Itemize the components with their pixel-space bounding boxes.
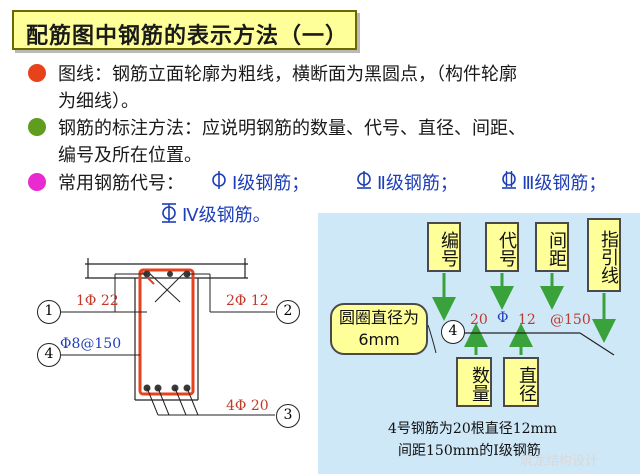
rebar-grade-4-icon	[162, 203, 176, 223]
bullet-magenta-icon	[28, 173, 46, 191]
panel-arrows	[427, 273, 616, 356]
rebar-grade-3-icon	[502, 171, 516, 189]
box-shuliang: 数量	[456, 357, 492, 407]
bullet-red-icon	[28, 64, 46, 82]
panel-note-2: 间距150mm的Ⅰ级钢筋	[398, 443, 541, 459]
panel-note-1: 4号钢筋为20根直径12mm	[388, 421, 558, 437]
label-rebar-3: 4Φ 20	[226, 398, 269, 414]
bullet-2-line-2: 编号及所在位置。	[58, 145, 202, 166]
callout-2: 2	[276, 300, 300, 324]
grade-1-label: Ⅰ级钢筋；	[232, 173, 310, 194]
box-zhiyinxian: 指引线	[587, 218, 621, 292]
box-zhijing: 直径	[503, 357, 539, 407]
box-circle-diameter: 圆圈直径为6mm	[330, 303, 428, 355]
bullet-3-prefix: 常用钢筋代号：	[58, 173, 184, 194]
panel-count: 20	[470, 312, 488, 328]
bullet-1-line-2: 为细线）。	[58, 91, 139, 112]
title-box: 配筋图中钢筋的表示方法（一）	[12, 10, 357, 50]
callout-1: 1	[37, 300, 61, 324]
panel-spacing: @150	[550, 312, 591, 328]
label-rebar-4: Φ8@150	[60, 336, 122, 352]
box-jianju: 间距	[535, 222, 569, 272]
label-rebar-1: 1Φ 22	[76, 293, 119, 309]
grade-4-label: Ⅳ级钢筋。	[182, 205, 271, 226]
panel-code: Φ	[497, 310, 509, 326]
rebar-grade-2-icon	[357, 171, 371, 189]
bullet-green-icon	[28, 118, 46, 136]
grade-3-label: Ⅲ级钢筋；	[522, 173, 607, 194]
panel-callout-4: 4	[441, 320, 465, 344]
grade-2-label: Ⅱ级钢筋；	[377, 173, 458, 194]
page-title: 配筋图中钢筋的表示方法（一）	[26, 24, 349, 49]
bullet-2-line-1: 钢筋的标注方法：应说明钢筋的数量、代号、直径、间距、	[58, 118, 526, 139]
panel-diameter: 12	[518, 312, 536, 328]
beam-section-drawing	[50, 258, 275, 416]
rebar-grade-1-icon	[212, 171, 226, 189]
bullet-1-line-1: 图线：钢筋立面轮廓为粗线，横断面为黑圆点，（构件轮廓	[58, 64, 517, 85]
callout-3: 3	[276, 404, 300, 428]
label-rebar-2: 2Φ 12	[226, 293, 269, 309]
box-daihao: 代号	[485, 222, 519, 272]
callout-4: 4	[37, 343, 61, 367]
watermark: 筑龙结构设计	[520, 454, 599, 469]
box-bianhao: 编号	[427, 222, 461, 272]
